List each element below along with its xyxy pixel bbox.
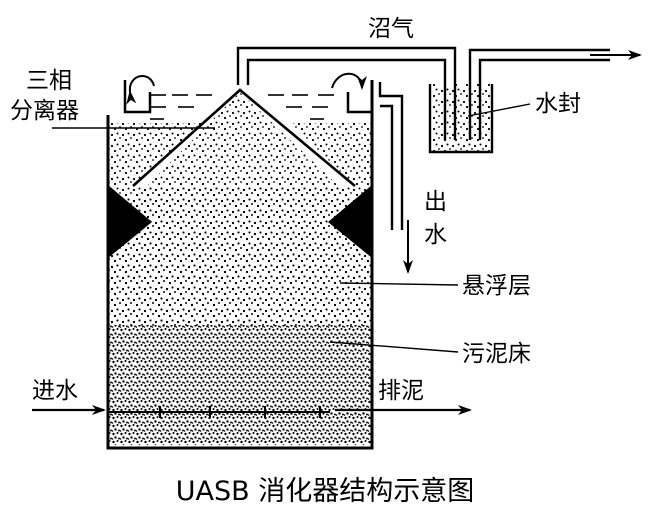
label-sludge-bed: 污泥床: [462, 341, 531, 367]
right-overflow-arrow-icon: [331, 72, 367, 90]
left-baffle: [108, 185, 152, 258]
label-water-seal: 水封: [535, 91, 581, 117]
water-seal-fill: [432, 84, 490, 152]
label-outlet-1: 出: [424, 189, 447, 215]
outlet-pipe: [378, 82, 404, 230]
label-suspended-layer: 悬浮层: [462, 273, 531, 299]
right-baffle: [328, 185, 372, 258]
water-seal-vessel: [428, 84, 494, 154]
sludge-bed-fill: [108, 325, 372, 445]
distribution-nozzles: [159, 406, 321, 418]
gas-collection-hood: [132, 88, 356, 187]
label-sludge-discharge: 排泥: [378, 378, 424, 404]
figure-caption: UASB 消化器结构示意图: [176, 476, 474, 507]
reactor-tank-wall: [106, 80, 374, 450]
liquid-surface: [150, 94, 334, 120]
suspended-layer-fill: [108, 92, 372, 326]
left-overflow-arrow-icon: [126, 75, 155, 105]
right-weir-trough: [346, 92, 372, 114]
water-seal-leader: [467, 103, 531, 117]
left-weir-trough: [123, 80, 152, 114]
label-three-phase-separator-2: 分离器: [10, 98, 79, 124]
label-inlet: 进水: [32, 378, 78, 404]
label-three-phase-separator-1: 三相: [26, 68, 72, 94]
label-outlet-2: 水: [424, 222, 447, 248]
label-biogas: 沼气: [368, 16, 414, 42]
suspended-layer-leader: [339, 282, 459, 286]
sludge-bed-leader: [329, 341, 459, 353]
